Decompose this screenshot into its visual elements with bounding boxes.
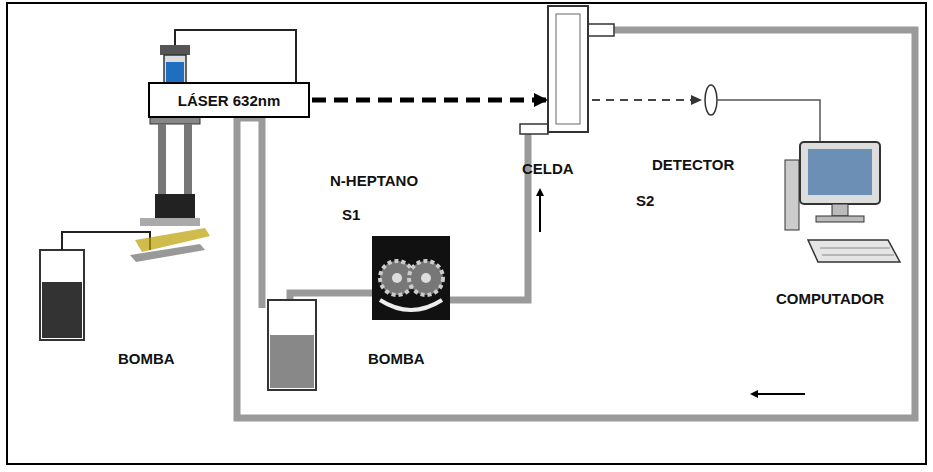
outer-frame (6, 2, 927, 465)
point-label: S2 (636, 192, 654, 210)
point-label: S1 (342, 206, 360, 224)
flow-cell (520, 6, 614, 134)
syringe-pump (130, 45, 210, 262)
part-label: BOMBA (118, 350, 175, 368)
part-label: COMPUTADOR (776, 290, 884, 308)
fluid-label: N-HEPTANO (330, 172, 418, 190)
gear-pump (372, 236, 450, 320)
node-text: LÁSER 632nm (178, 92, 281, 109)
part-label: CELDA (522, 160, 574, 178)
part-label: BOMBA (368, 350, 425, 368)
laser-box: LÁSER 632nm (148, 82, 310, 118)
computer-icon (785, 142, 900, 262)
part-label: DETECTOR (652, 156, 734, 174)
